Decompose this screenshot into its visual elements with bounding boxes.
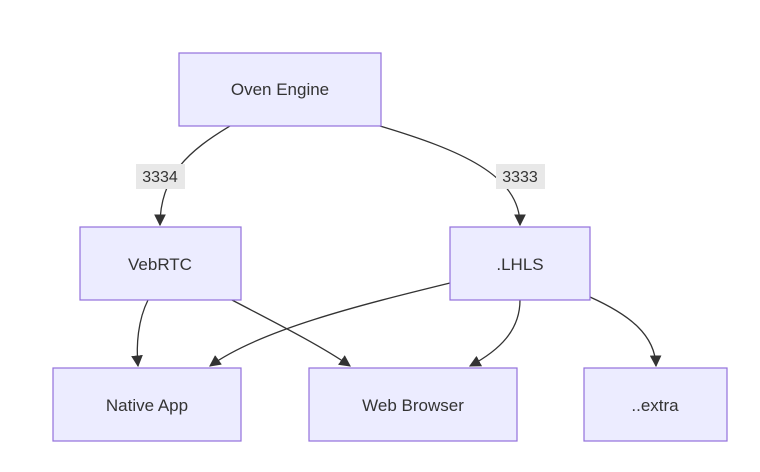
- node-extra[interactable]: ..extra: [583, 367, 728, 442]
- edge-label-3333-text: 3333: [502, 169, 538, 186]
- node-web-browser-label: Web Browser: [362, 396, 464, 415]
- node-native-app[interactable]: Native App: [52, 367, 242, 442]
- node-extra-label: ..extra: [631, 396, 679, 415]
- edge-llhls-to-extra: [589, 296, 662, 368]
- edge-label-3334-text: 3334: [142, 169, 178, 186]
- node-oven-engine[interactable]: Oven Engine: [178, 52, 382, 127]
- node-webrtc-label: VebRTC: [128, 255, 192, 274]
- node-llhls-label: .LHLS: [496, 255, 543, 274]
- edge-llhls-to-web-browser: [468, 299, 521, 367]
- edge-label-3334: 3334: [136, 164, 185, 189]
- node-oven-engine-label: Oven Engine: [231, 80, 329, 99]
- edge-label-3333: 3333: [496, 164, 545, 189]
- edges: [131, 125, 662, 368]
- node-webrtc[interactable]: VebRTC: [79, 226, 242, 301]
- edge-webrtc-to-native-app: [131, 299, 149, 368]
- node-llhls[interactable]: .LHLS: [449, 226, 591, 301]
- edge-oven-engine-to-llhls: [379, 125, 526, 227]
- edge-webrtc-to-web-browser: [231, 299, 351, 367]
- edge-llhls-to-native-app: [209, 282, 451, 367]
- node-web-browser[interactable]: Web Browser: [308, 367, 518, 442]
- node-native-app-label: Native App: [106, 396, 188, 415]
